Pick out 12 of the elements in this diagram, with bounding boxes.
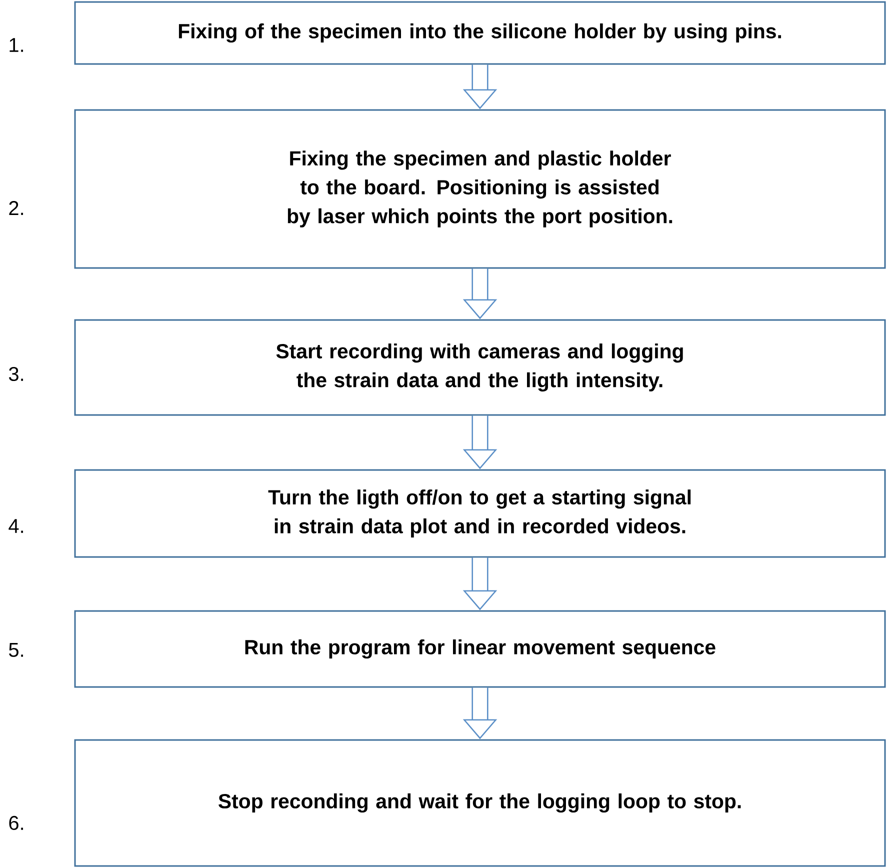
step-number: 1. bbox=[10, 38, 23, 52]
step-box: Run the program for linear movement sequence bbox=[74, 610, 886, 688]
step-number: 6. bbox=[9, 816, 23, 830]
step-box: Fixing of the specimen into the silicone holder by using pins. bbox=[74, 1, 886, 65]
step-box: Stop reconding and wait for the logging loop to stop. bbox=[74, 739, 886, 867]
step-number: 2. bbox=[9, 201, 23, 215]
step-number: 4. bbox=[8, 519, 23, 533]
step-number: 3. bbox=[8, 366, 23, 382]
step-box: Start recording with cameras and logging the strain data and the ligth intensity. bbox=[74, 319, 886, 416]
step-number: 5. bbox=[9, 643, 23, 657]
step-box: Turn the ligth off/on to get a starting signal in strain data plot and in recorded videos. bbox=[74, 469, 886, 558]
step-box: Fixing the specimen and plastic holder to the board. Positioning is assisted by laser which points the port position. bbox=[74, 109, 886, 269]
